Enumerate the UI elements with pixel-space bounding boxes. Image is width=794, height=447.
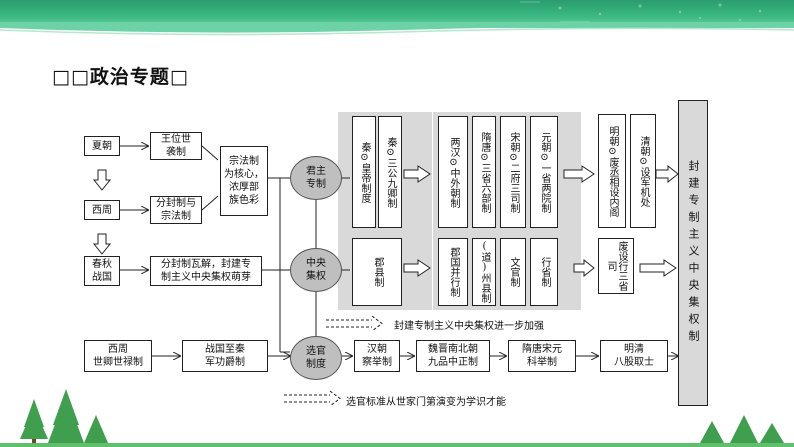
banner-wave bbox=[0, 22, 794, 36]
node-zhongyang-label: 中央 集权 bbox=[306, 258, 326, 282]
node-zhanguo-jungong: 战国至秦 军功爵制 bbox=[182, 340, 268, 372]
node-fenfeng-label: 分封制与 宗法制 bbox=[156, 198, 196, 222]
legend-lower: 选官标准从世家门第演变为学识才能 bbox=[346, 397, 506, 408]
node-mingchao: 明朝⊙废丞相设内阁 bbox=[598, 114, 626, 228]
node-qin2: 秦⊙三公九卿制 bbox=[378, 116, 402, 228]
node-junzhu-label: 君主 专制 bbox=[306, 166, 326, 190]
node-zongfa-label: 宗法制 为核心， 浓厚部 族色彩 bbox=[224, 156, 264, 206]
node-mingqing: 明清 八股取士 bbox=[600, 340, 668, 372]
node-zhongyang: 中央 集权 bbox=[290, 248, 342, 292]
node-qingchao: 清朝⊙设军机处 bbox=[630, 114, 656, 228]
node-junguo: 郡国并行制 bbox=[438, 238, 468, 306]
node-xizhou-shiqing-label: 西周 世卿世禄制 bbox=[93, 344, 143, 368]
node-xizhou-shiqing: 西周 世卿世禄制 bbox=[84, 340, 152, 372]
node-fengjian: 封建专制主义中央集权制 bbox=[678, 100, 708, 406]
node-suitang-keju: 隋唐宋元 科举制 bbox=[508, 340, 576, 372]
node-junzhu: 君主 专制 bbox=[290, 156, 342, 200]
node-zhou: 西周 bbox=[84, 200, 120, 220]
node-hanchao-chaju-label: 汉朝 察举制 bbox=[362, 344, 392, 368]
node-wangwei: 王位世 袭制 bbox=[150, 132, 202, 160]
node-xingsheng: 行省制 bbox=[530, 238, 558, 306]
node-wangwei-label: 王位世 袭制 bbox=[161, 134, 191, 158]
node-daozhou: (道)州县制 bbox=[472, 238, 496, 306]
node-wajie: 分封制瓦解，封建专 制主义中央集权萌芽 bbox=[150, 256, 262, 286]
node-weijin: 魏晋南北朝 九品中正制 bbox=[416, 340, 490, 372]
node-xia: 夏朝 bbox=[84, 136, 120, 156]
node-hanchao-chaju: 汉朝 察举制 bbox=[354, 340, 400, 372]
node-weijin-label: 魏晋南北朝 九品中正制 bbox=[428, 344, 478, 368]
node-chunqiu-label: 春秋 战国 bbox=[92, 259, 112, 283]
node-yuanchao: 元朝⊙一省两院制 bbox=[530, 116, 558, 228]
node-zhanguo-jungong-label: 战国至秦 军功爵制 bbox=[205, 344, 245, 368]
node-wajie-label: 分封制瓦解，封建专 制主义中央集权萌芽 bbox=[161, 259, 251, 283]
node-suitang: 隋唐⊙三省六部制 bbox=[472, 116, 496, 228]
node-feishe: 废设行三省司 bbox=[598, 238, 634, 294]
legend-upper: 封建专制主义中央集权进一步加强 bbox=[394, 321, 544, 332]
page-title: □□政治专题□ bbox=[52, 66, 189, 88]
node-lianghan: 两汉⊙中外朝制 bbox=[438, 116, 468, 228]
node-fenfeng: 分封制与 宗法制 bbox=[150, 196, 202, 224]
node-xuanguan: 选官 制度 bbox=[290, 336, 342, 380]
node-songchao: 宋朝⊙二府三司制 bbox=[500, 116, 526, 228]
node-mingqing-label: 明清 八股取士 bbox=[614, 344, 654, 368]
node-qin1: 秦⊙皇帝制度 bbox=[352, 116, 376, 228]
node-junxian: 郡县制 bbox=[352, 238, 402, 306]
node-wenguan: 文官制 bbox=[500, 238, 526, 306]
tree-decoration bbox=[0, 389, 794, 447]
node-chunqiu: 春秋 战国 bbox=[84, 256, 120, 286]
node-suitang-keju-label: 隋唐宋元 科举制 bbox=[522, 344, 562, 368]
node-zongfa: 宗法制 为核心， 浓厚部 族色彩 bbox=[220, 146, 268, 216]
node-xuanguan-label: 选官 制度 bbox=[306, 346, 326, 370]
